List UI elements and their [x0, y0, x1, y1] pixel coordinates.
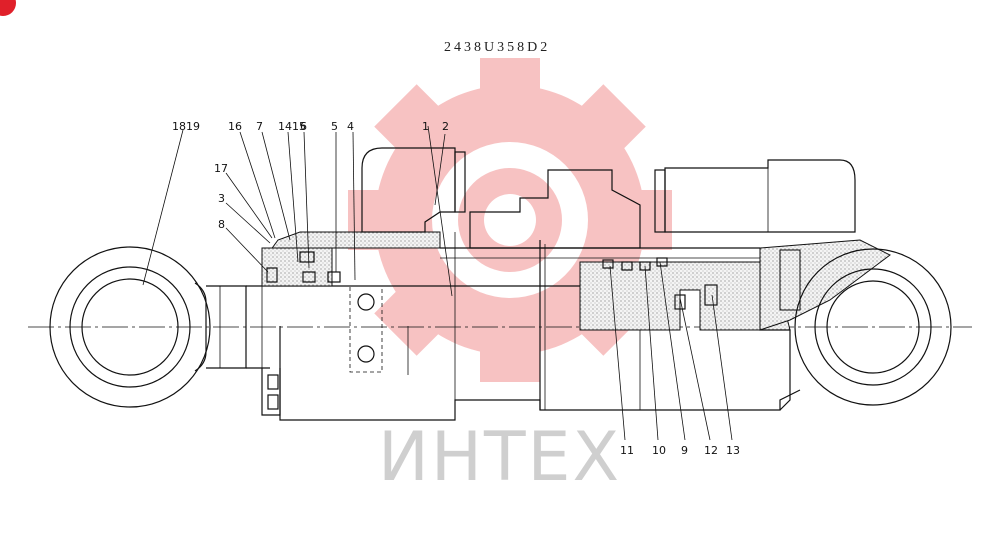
cylinder-head: [261, 231, 441, 416]
callout-labels: 1819 16 7 1415 6 5 4 1 2 17 3 8 11 10 9 …: [172, 120, 740, 457]
callout-10: 10: [652, 444, 666, 457]
callout-1: 1: [422, 120, 429, 133]
callout-4: 4: [347, 120, 354, 133]
watermark-text: ИНТЕХ: [378, 418, 621, 497]
callout-5: 5: [331, 120, 338, 133]
callout-13: 13: [726, 444, 740, 457]
callout-1819: 1819: [172, 120, 200, 133]
callout-12: 12: [704, 444, 718, 457]
callout-2: 2: [442, 120, 449, 133]
callout-3: 3: [218, 192, 225, 205]
corner-badge: [0, 0, 16, 16]
leader-lines: [142, 125, 733, 441]
callout-16: 16: [228, 120, 242, 133]
callout-8: 8: [218, 218, 225, 231]
callout-17: 17: [214, 162, 228, 175]
callout-9: 9: [681, 444, 688, 457]
bottom-eye: [794, 248, 952, 406]
drawing-code: 2438U358D2: [444, 40, 551, 55]
cylinder-bottom: [759, 239, 891, 411]
callout-6: 6: [300, 120, 307, 133]
callout-1415: 1415: [278, 120, 306, 133]
callout-7: 7: [256, 120, 263, 133]
watermark-gear-icon: [348, 58, 672, 382]
callout-11: 11: [620, 444, 634, 457]
oil-port-blocks: [361, 147, 856, 249]
rod-end-eye: [49, 246, 247, 408]
